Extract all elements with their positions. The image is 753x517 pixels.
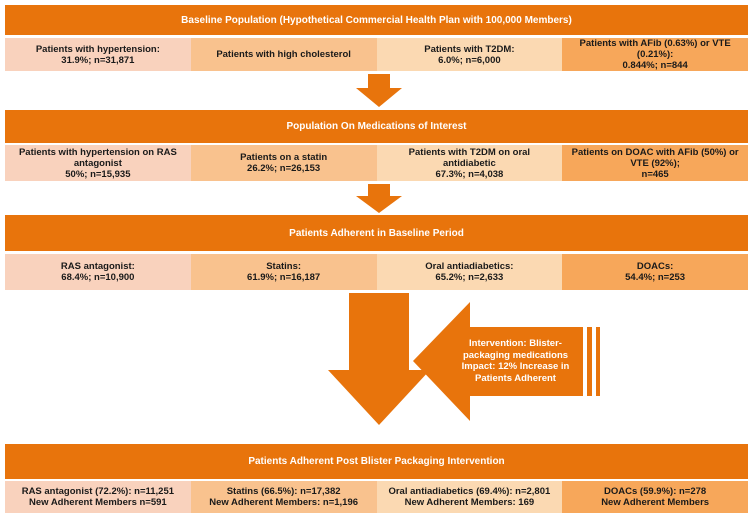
cell-doacs-post: DOACs (59.9%): n=278 New Adherent Member… <box>562 481 748 513</box>
cell-statins-post: Statins (66.5%): n=17,382 New Adherent M… <box>190 481 377 513</box>
header-adherent: Patients Adherent in Baseline Period <box>5 215 748 251</box>
cell-t2dm: Patients with T2DM: 6.0%; n=6,000 <box>376 38 563 71</box>
row-adherent: RAS antagonist: 68.4%; n=10,900 Statins:… <box>5 254 748 290</box>
cell-oral-antidiabetics-post: Oral antiadiabetics (69.4%): n=2,801 New… <box>376 481 563 513</box>
cell-doacs-adherent: DOACs: 54.4%; n=253 <box>562 254 748 290</box>
header-medications: Population On Medications of Interest <box>5 110 748 143</box>
row-medications: Patients with hypertension on RAS antago… <box>5 145 748 181</box>
row-post-intervention: RAS antagonist (72.2%): n=11,251 New Adh… <box>5 481 748 513</box>
intervention-stripe-1 <box>587 327 592 396</box>
cell-hypertension: Patients with hypertension: 31.9%; n=31,… <box>5 38 191 71</box>
intervention-stripe-2 <box>596 327 600 396</box>
intervention-label: Intervention: Blister- packaging medicat… <box>461 338 570 384</box>
header-baseline: Baseline Population (Hypothetical Commer… <box>5 5 748 35</box>
cell-statin-meds: Patients on a statin 26.2%; n=26,153 <box>190 145 377 181</box>
cell-ras-antagonist-post: RAS antagonist (72.2%): n=11,251 New Adh… <box>5 481 191 513</box>
cell-ras-antagonist-meds: Patients with hypertension on RAS antago… <box>5 145 191 181</box>
header-post-intervention: Patients Adherent Post Blister Packaging… <box>5 444 748 479</box>
row-baseline: Patients with hypertension: 31.9%; n=31,… <box>5 38 748 71</box>
cell-statins-adherent: Statins: 61.9%; n=16,187 <box>190 254 377 290</box>
cell-oral-antidiabetic-meds: Patients with T2DM on oral antidiabetic … <box>376 145 563 181</box>
cell-doac-meds: Patients on DOAC with AFib (50%) or VTE … <box>562 145 748 181</box>
down-arrow-3 <box>328 293 430 425</box>
cell-ras-antagonist-adherent: RAS antagonist: 68.4%; n=10,900 <box>5 254 191 290</box>
intervention-arrow <box>413 302 583 421</box>
cell-high-cholesterol: Patients with high cholesterol <box>190 38 377 71</box>
down-arrow-2 <box>356 184 402 213</box>
cell-afib-vte: Patients with AFib (0.63%) or VTE (0.21%… <box>562 38 748 71</box>
cell-oral-antidiabetics-adherent: Oral antiadiabetics: 65.2%; n=2,633 <box>376 254 563 290</box>
down-arrow-1 <box>356 74 402 107</box>
